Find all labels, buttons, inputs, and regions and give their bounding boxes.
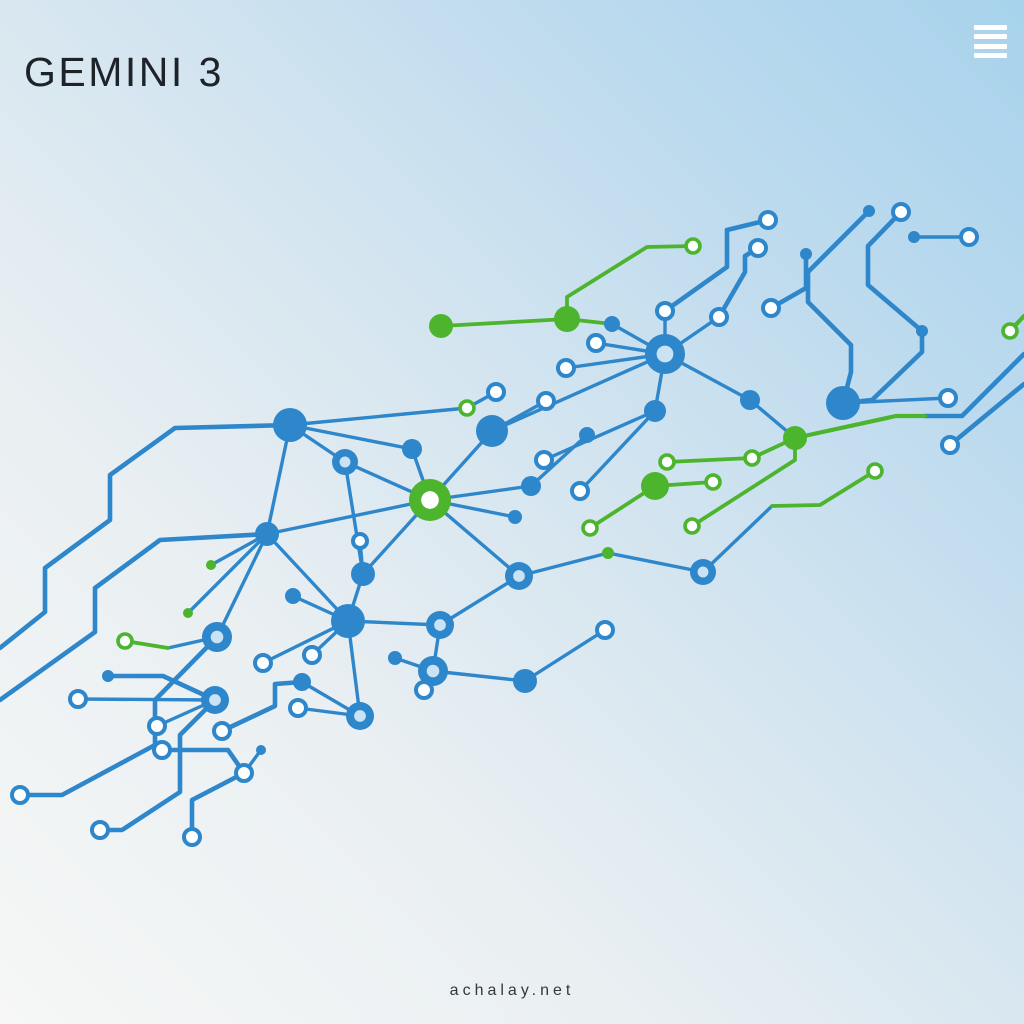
menu-bar [974, 43, 1007, 49]
menu-bar [974, 53, 1007, 58]
site-url: achalay.net [449, 982, 575, 999]
page-title: GEMINI 3 [24, 49, 224, 96]
menu-bar [974, 25, 1007, 30]
hamburger-menu-icon[interactable] [974, 25, 1007, 58]
menu-bar [974, 34, 1007, 40]
